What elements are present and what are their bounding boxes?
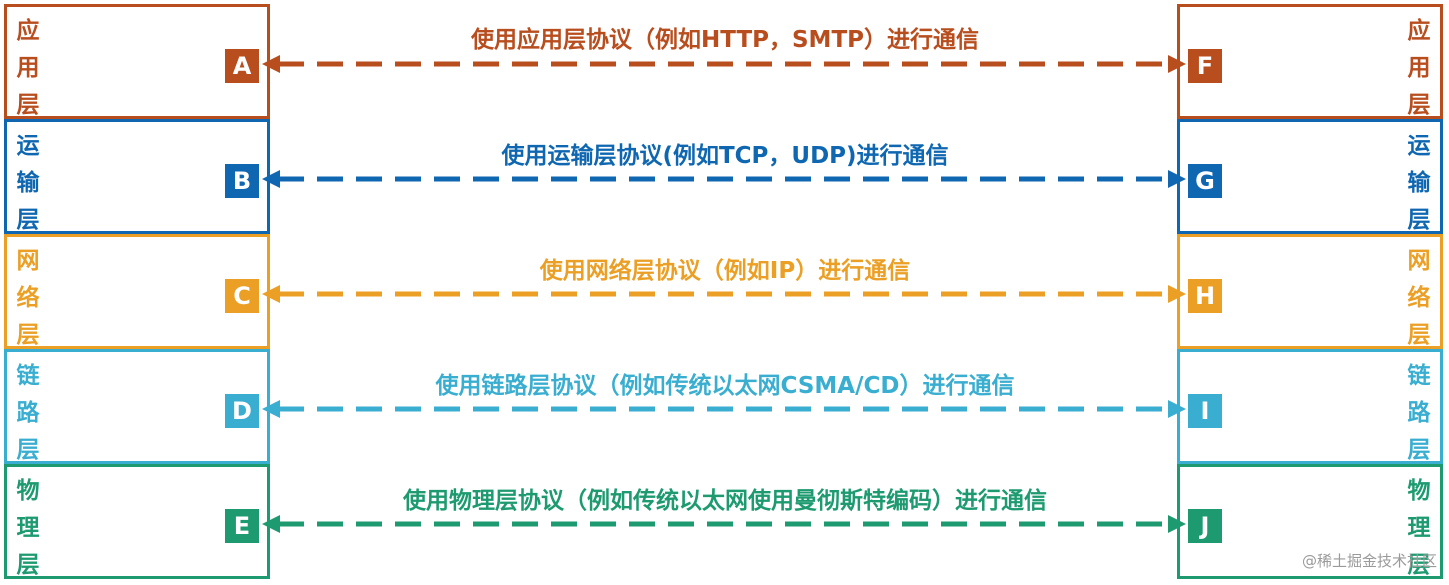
left-layer-physical-label: 物理层 xyxy=(16,478,40,578)
left-layer-network-label: 网络层 xyxy=(16,248,40,348)
left-layer-datalink-label: 链路层 xyxy=(16,363,40,463)
protocol-label-network: 使用网络层协议（例如IP）进行通信 xyxy=(539,258,911,284)
protocol-label-application: 使用应用层协议（例如HTTP，SMTP）进行通信 xyxy=(470,27,979,53)
endpoint-j-label: J xyxy=(1188,509,1222,543)
right-layer-transport-label: 运输层 xyxy=(1407,133,1431,233)
endpoint-g-label: G xyxy=(1188,164,1222,198)
right-layer-physical-label: 物理层 xyxy=(1407,478,1431,578)
left-layer-application: 应用层 A xyxy=(4,4,270,119)
endpoint-f-label: F xyxy=(1188,49,1222,83)
endpoint-e-label: E xyxy=(225,509,259,543)
left-layer-datalink: 链路层 D xyxy=(4,349,270,464)
right-layer-transport: 运输层 G xyxy=(1177,119,1443,234)
protocol-label-physical: 使用物理层协议（例如传统以太网使用曼彻斯特编码）进行通信 xyxy=(403,488,1047,514)
arrow-application xyxy=(262,55,1186,73)
endpoint-a-label: A xyxy=(225,49,259,83)
right-layer-application-label: 应用层 xyxy=(1407,18,1431,118)
endpoint-d-label: D xyxy=(225,394,259,428)
arrow-physical xyxy=(262,515,1186,533)
right-layer-datalink: 链路层 I xyxy=(1177,349,1443,464)
endpoint-h-label: H xyxy=(1188,279,1222,313)
endpoint-b-label: B xyxy=(225,164,259,198)
left-layer-network: 网络层 C xyxy=(4,234,270,349)
source-watermark: @稀土掘金技术社区 xyxy=(1301,552,1437,570)
endpoint-i-label: I xyxy=(1188,394,1222,428)
right-layer-datalink-label: 链路层 xyxy=(1407,363,1431,463)
right-layer-network: 网络层 H xyxy=(1177,234,1443,349)
right-layer-network-label: 网络层 xyxy=(1407,248,1431,348)
arrow-datalink xyxy=(262,400,1186,418)
left-layer-transport-label: 运输层 xyxy=(16,133,40,233)
protocol-label-transport: 使用运输层协议(例如TCP，UDP)进行通信 xyxy=(501,143,949,169)
protocol-label-datalink: 使用链路层协议（例如传统以太网CSMA/CD）进行通信 xyxy=(435,373,1015,399)
right-layer-physical: 物理层 J xyxy=(1177,464,1443,579)
arrow-transport xyxy=(262,170,1186,188)
left-layer-physical: 物理层 E xyxy=(4,464,270,579)
endpoint-c-label: C xyxy=(225,279,259,313)
left-layer-application-label: 应用层 xyxy=(16,18,40,118)
arrow-network xyxy=(262,285,1186,303)
right-layer-application: 应用层 F xyxy=(1177,4,1443,119)
